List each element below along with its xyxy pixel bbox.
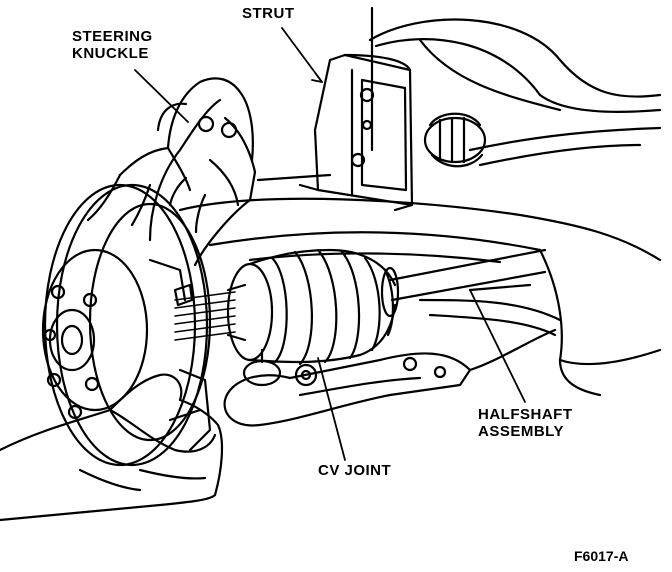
- strut-leader-line: [281, 27, 323, 83]
- figure-number: F6017-A: [574, 548, 629, 564]
- halfshaft-assembly-label-line-2: ASSEMBLY: [478, 423, 564, 440]
- cv-joint-leader-line: [317, 357, 346, 461]
- upper-hand: [86, 77, 254, 234]
- body-panel: [368, 18, 662, 167]
- cv-joint-label-text: CV JOINT: [318, 462, 392, 479]
- halfshaft-assembly-label: HALFSHAFT ASSEMBLY: [478, 406, 573, 440]
- cv-boot: [226, 248, 400, 366]
- strut-body: [298, 6, 487, 212]
- steering-knuckle: [148, 98, 257, 307]
- halfshaft-leader-line: [469, 289, 526, 403]
- leader-lines: [134, 27, 526, 461]
- knuckle-leader-line: [134, 69, 189, 123]
- strut-arrowhead: [311, 73, 323, 83]
- halfshaft: [388, 248, 562, 337]
- chassis-lines: [178, 173, 662, 397]
- lower-arm: [223, 328, 557, 427]
- cv-joint-label: CV JOINT: [318, 462, 391, 479]
- steering-knuckle-label-line-2: KNUCKLE: [72, 45, 149, 62]
- halfshaft-assembly-label-line-1: HALFSHAFT: [478, 406, 573, 423]
- strut-label: STRUT: [242, 5, 295, 22]
- hub-and-rotor: [41, 183, 212, 467]
- steering-knuckle-label: STEERING KNUCKLE: [72, 28, 153, 62]
- strut-label-text: STRUT: [242, 5, 295, 22]
- lower-hand: [0, 373, 224, 522]
- steering-knuckle-label-line-1: STEERING: [72, 28, 153, 45]
